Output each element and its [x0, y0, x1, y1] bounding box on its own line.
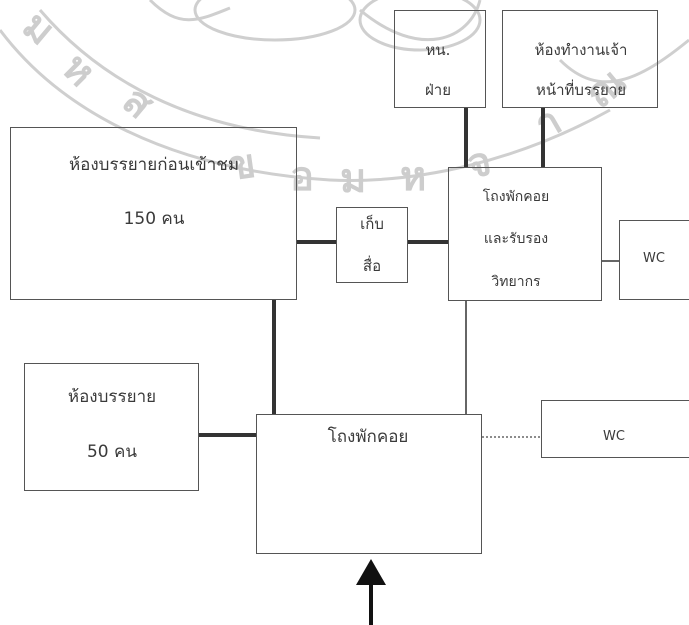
- svg-text:ห: ห: [400, 153, 426, 200]
- svg-text:ข: ข: [225, 140, 259, 190]
- staff-office-label-line1: ห้องทำงานเจ้า: [534, 41, 628, 59]
- pre-visit-lecture-room-name: ห้องบรรยายก่อนเข้าชม: [68, 155, 240, 175]
- storage-label-line1: เก็บ: [360, 215, 384, 233]
- waiting-reception-hall-box: [448, 167, 602, 301]
- reception-hall-label-line2: และรับรอง: [483, 231, 549, 247]
- reception-hall-label-line3: วิทยากร: [491, 274, 541, 290]
- entrance-arrow-head: [356, 559, 386, 585]
- wc-upper-box: [619, 220, 689, 300]
- pre-visit-lecture-room-box: [10, 127, 297, 300]
- head-of-department-label-line1: หน.: [425, 41, 451, 59]
- svg-text:ม: ม: [340, 155, 366, 202]
- pre-visit-lecture-room-capacity: 150 คน: [123, 209, 185, 229]
- head-of-department-label-line2: ฝ่าย: [424, 81, 452, 99]
- wc-upper-label: WC: [643, 251, 665, 266]
- lecture-room-50-capacity: 50 คน: [86, 442, 138, 462]
- svg-text:อ: อ: [290, 153, 314, 200]
- staff-office-box: [502, 10, 658, 108]
- storage-label-line2: สื่อ: [362, 257, 382, 275]
- waiting-hall-box: [256, 414, 482, 554]
- waiting-hall-name: โถงพักคอย: [327, 427, 409, 447]
- wc-lower-label: WC: [603, 429, 625, 444]
- head-of-department-box: [394, 10, 486, 108]
- lecture-room-50-box: [24, 363, 199, 491]
- reception-hall-label-line1: โถงพักคอย: [482, 189, 550, 205]
- staff-office-label-line2: หน้าที่บรรยาย: [535, 81, 627, 99]
- wc-lower-box: [541, 400, 689, 458]
- storage-box: [336, 207, 408, 283]
- lecture-room-50-name: ห้องบรรยาย: [67, 387, 157, 407]
